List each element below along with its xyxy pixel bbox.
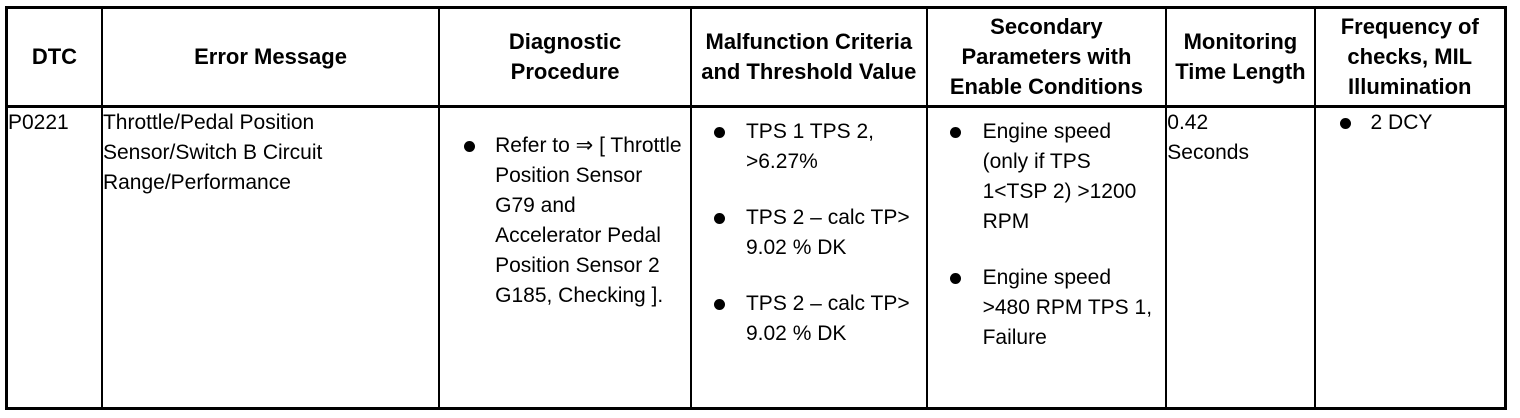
frequency-bullet: 2 DCY	[1339, 108, 1504, 138]
bullet-icon	[1339, 118, 1351, 129]
malfunction-text: TPS 2 – calc TP> 9.02 % DK	[745, 292, 910, 345]
secondary-bullet: Engine speed (only if TPS 1<TSP 2) >1200…	[949, 117, 1160, 237]
secondary-text: Engine speed >480 RPM TPS 1, Failure	[982, 266, 1153, 349]
cell-monitoring-time: 0.42 Seconds	[1165, 105, 1316, 410]
frequency-text: 2 DCY	[1370, 111, 1433, 134]
cell-secondary-parameters: Engine speed (only if TPS 1<TSP 2) >1200…	[925, 105, 1168, 410]
cell-diagnostic-procedure: Refer to ⇒ [ Throttle Position Sensor G7…	[438, 105, 692, 410]
malfunction-bullet: TPS 2 – calc TP> 9.02 % DK	[713, 203, 920, 263]
malfunction-text: TPS 2 – calc TP> 9.02 % DK	[745, 206, 910, 259]
header-dtc: DTC	[5, 6, 103, 108]
dtc-table: DTC Error Message Diagnostic Procedure M…	[5, 6, 1507, 410]
header-malfunction-criteria: Malfunction Criteria and Threshold Value	[689, 6, 928, 108]
malfunction-bullet: TPS 1 TPS 2, >6.27%	[713, 117, 920, 177]
cell-dtc: P0221	[5, 105, 103, 410]
diagnostic-procedure-text: Refer to ⇒ [ Throttle Position Sensor G7…	[495, 134, 682, 307]
malfunction-bullet: TPS 2 – calc TP> 9.02 % DK	[713, 289, 920, 349]
error-message-text: Throttle/Pedal Position Sensor/Switch B …	[102, 111, 323, 194]
bullet-icon	[713, 213, 725, 224]
secondary-text: Engine speed (only if TPS 1<TSP 2) >1200…	[982, 120, 1137, 233]
bullet-icon	[949, 273, 961, 284]
header-error-message: Error Message	[100, 6, 441, 108]
table-row: P0221 Throttle/Pedal Position Sensor/Swi…	[5, 105, 1507, 410]
diagnostic-bullet: Refer to ⇒ [ Throttle Position Sensor G7…	[464, 131, 682, 311]
bullet-icon	[464, 141, 476, 152]
monitoring-time-text: 0.42 Seconds	[1167, 111, 1249, 164]
cell-frequency: 2 DCY	[1313, 105, 1507, 410]
bullet-icon	[713, 127, 725, 138]
header-frequency: Frequency of checks, MIL Illumination	[1313, 6, 1507, 108]
bullet-icon	[949, 127, 961, 138]
bullet-icon	[713, 299, 725, 310]
header-monitoring-time: Monitoring Time Length	[1165, 6, 1316, 108]
header-row: DTC Error Message Diagnostic Procedure M…	[5, 6, 1507, 108]
cell-malfunction-criteria: TPS 1 TPS 2, >6.27% TPS 2 – calc TP> 9.0…	[689, 105, 928, 410]
header-diagnostic-procedure: Diagnostic Procedure	[438, 6, 692, 108]
header-secondary-parameters: Secondary Parameters with Enable Conditi…	[925, 6, 1168, 108]
secondary-bullet: Engine speed >480 RPM TPS 1, Failure	[949, 263, 1160, 353]
cell-error-message: Throttle/Pedal Position Sensor/Switch B …	[100, 105, 441, 410]
malfunction-text: TPS 1 TPS 2, >6.27%	[745, 120, 874, 173]
